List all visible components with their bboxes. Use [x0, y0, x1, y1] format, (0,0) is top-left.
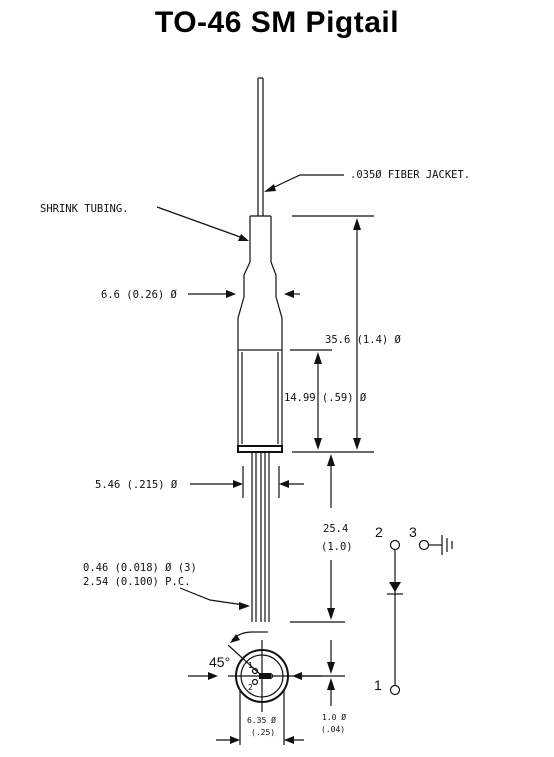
dim-25-4: 25.4 (1.0) — [290, 454, 353, 623]
fiber — [257, 77, 264, 216]
dim-14-99: 14.99 (.59) Ø — [284, 349, 367, 450]
circle-pin-2: 2 — [248, 683, 253, 692]
dim-5-46-label: 5.46 (.215) Ø — [95, 479, 178, 491]
dim-35-6: 35.6 (1.4) Ø — [292, 215, 402, 453]
dim-1-0-label: 1.0 Ø — [322, 712, 346, 722]
dim-6-6-label: 6.6 (0.26) Ø — [101, 289, 178, 301]
shrink-tubing-leader: SHRINK TUBING. — [40, 203, 249, 241]
dim-25-4-inch-label: (1.0) — [321, 541, 353, 553]
dim-6-6: 6.6 (0.26) Ø — [101, 289, 300, 301]
dim-6-35-inch-label: (.25) — [251, 728, 275, 737]
shrink-tubing-label: SHRINK TUBING. — [40, 203, 129, 215]
pin-3-label: 3 — [409, 524, 417, 540]
leads — [251, 452, 270, 622]
dim-25-4-label: 25.4 — [323, 523, 348, 535]
pin-schematic: 2 3 1 — [374, 524, 453, 696]
fiber-jacket-label: .035Ø FIBER JACKET. — [350, 169, 470, 181]
pin-circle-label: 2.54 (0.100) P.C. — [83, 576, 190, 588]
lead-spec: 0.46 (0.018) Ø (3) 2.54 (0.100) P.C. — [83, 562, 250, 610]
angle-label: 45° — [209, 654, 230, 670]
circle-pin-1: 1 — [248, 661, 253, 670]
angle-45: 45° — [209, 631, 268, 677]
dim-5-46: 5.46 (.215) Ø — [95, 466, 304, 498]
shrink-tubing — [237, 215, 283, 350]
dim-14-99-label: 14.99 (.59) Ø — [284, 392, 367, 404]
fiber-jacket-leader: .035Ø FIBER JACKET. — [264, 169, 470, 192]
lead-dia-label: 0.46 (0.018) Ø (3) — [83, 562, 197, 574]
dim-1-0-inch-label: (.04) — [321, 725, 345, 734]
housing-body — [237, 349, 283, 453]
pin-1-label: 1 — [374, 677, 382, 693]
bottom-view: 1 2 — [188, 640, 345, 712]
dim-35-6-label: 35.6 (1.4) Ø — [325, 334, 402, 346]
page-title: TO-46 SM Pigtail — [154, 6, 400, 39]
dim-6-35-label: 6.35 Ø — [247, 715, 276, 725]
pin-2-label: 2 — [375, 524, 383, 540]
dim-6-35: 6.35 Ø (.25) — [216, 690, 304, 745]
dim-1-0: 1.0 Ø (.04) — [321, 640, 346, 734]
